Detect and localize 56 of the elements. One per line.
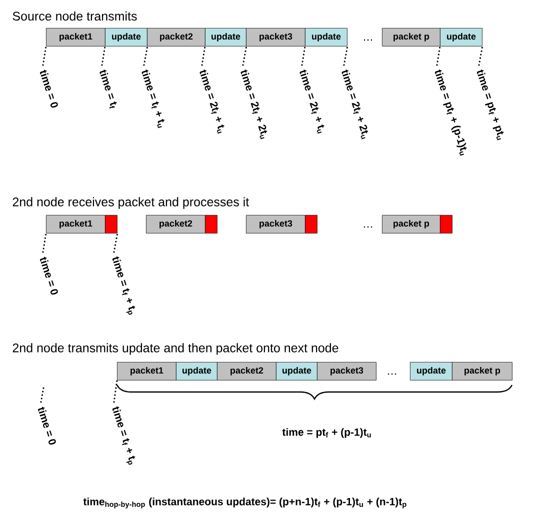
time-label: time = 0 bbox=[40, 70, 58, 108]
packet-box: packet3 bbox=[246, 215, 306, 234]
dotted-leader-line bbox=[301, 46, 306, 66]
packet-box: packet3 bbox=[246, 28, 306, 46]
packet-box: packet3 bbox=[317, 362, 376, 380]
dotted-leader-line bbox=[42, 232, 47, 253]
packet-box: packet1 bbox=[46, 28, 106, 46]
section-heading: 2nd node receives packet and processes it bbox=[12, 197, 250, 209]
dotted-leader-line bbox=[436, 46, 441, 66]
total-time-formula: time$_{hop-by-hop}$ (instantaneous updates)= (p+n-1)t$_{f}$ + (p-1)t$_{u}$ + (n-1)t$_{p}$ bbox=[83, 498, 406, 508]
dotted-leader-line bbox=[201, 46, 206, 66]
packet-box: packet p bbox=[382, 28, 440, 46]
dotted-leader-line bbox=[113, 232, 118, 253]
update-box: update bbox=[176, 362, 218, 380]
time-label: time = pt$_{f}$ + (p-1)t$_{u}$ bbox=[434, 69, 467, 156]
time-label: time = 2t$_{f}$ + t$_{u}$ bbox=[300, 70, 324, 134]
packet-box: packet1 bbox=[46, 215, 106, 234]
packet-box: packet2 bbox=[217, 362, 276, 380]
update-box: update bbox=[105, 28, 148, 46]
update-box: update bbox=[440, 28, 482, 46]
packet-box: packet1 bbox=[117, 362, 176, 380]
time-label: time = t$_{f}$ bbox=[100, 70, 117, 108]
processing-box bbox=[205, 215, 218, 234]
dotted-leader-line bbox=[101, 46, 106, 66]
packet-box: packet2 bbox=[147, 28, 206, 46]
ellipsis: … bbox=[364, 39, 372, 41]
dotted-leader-line bbox=[242, 46, 248, 66]
time-label: time = 2t$_{f}$ + t$_{u}$ bbox=[200, 70, 224, 134]
dotted-leader-line bbox=[42, 46, 47, 66]
ellipsis: … bbox=[364, 226, 372, 228]
processing-box bbox=[305, 215, 318, 234]
processing-box bbox=[105, 215, 118, 234]
time-label: time = pt$_{f}$ + pt$_{u}$ bbox=[476, 69, 504, 140]
time-label: time = t$_{f}$ + t$_{p}$ bbox=[112, 406, 136, 465]
processing-box bbox=[440, 215, 452, 234]
time-label: time = t$_{f}$ + t$_{u}$ bbox=[142, 70, 165, 128]
time-label: time = t$_{f}$ + t$_{p}$ bbox=[112, 256, 136, 315]
ellipsis: … bbox=[388, 373, 396, 375]
dotted-leader-line bbox=[143, 46, 148, 66]
update-box: update bbox=[305, 28, 348, 46]
packet-box: packet p bbox=[382, 215, 440, 234]
packet-box: packet2 bbox=[146, 215, 206, 234]
update-box: update bbox=[276, 362, 318, 380]
section-heading: 2nd node transmits update and then packet onto next node bbox=[12, 343, 338, 355]
time-label: time = 0 bbox=[40, 256, 58, 295]
time-label: time = 0 bbox=[38, 406, 56, 445]
time-label: time = 2t$_{f}$ + 2t$_{u}$ bbox=[342, 70, 368, 140]
time-label: time = 2t$_{f}$ + 2t$_{u}$ bbox=[240, 70, 268, 140]
update-box: update bbox=[410, 362, 452, 380]
dotted-leader-line bbox=[343, 46, 348, 66]
dotted-leader-line bbox=[113, 380, 118, 403]
packet-box: packet p bbox=[452, 362, 512, 380]
dotted-leader-line bbox=[478, 46, 484, 66]
update-box: update bbox=[205, 28, 246, 46]
section-heading: Source node transmits bbox=[12, 11, 137, 21]
duration-label: time = pt$_{f}$ + (p-1)t$_{u}$ bbox=[282, 428, 371, 438]
